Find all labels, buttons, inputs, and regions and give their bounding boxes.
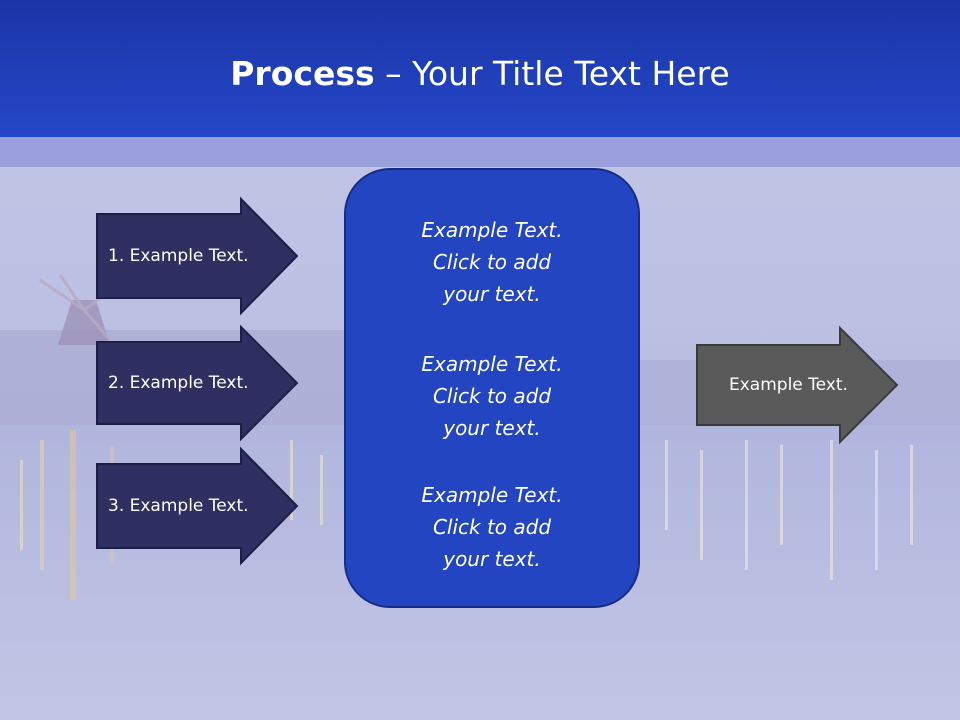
title-rest-part: – Your Title Text Here (374, 54, 730, 93)
step-arrow-label: 3. Example Text. (108, 496, 249, 516)
step-arrow-3[interactable]: 3. Example Text. (96, 446, 299, 566)
center-text-block-1[interactable]: Example Text. Click to add your text. (346, 214, 638, 310)
output-arrow-label: Example Text. (729, 375, 848, 395)
center-process-box[interactable]: Example Text. Click to add your text. Ex… (344, 168, 640, 608)
step-arrow-label: 2. Example Text. (108, 373, 249, 393)
arrow-right-shape (96, 324, 299, 442)
center-text-line: Click to add (432, 515, 552, 539)
arrow-right-shape (96, 196, 299, 316)
arrow-right-shape (696, 325, 899, 445)
center-text-line: your text. (443, 547, 541, 571)
center-text-block-3[interactable]: Example Text. Click to add your text. (346, 479, 638, 575)
step-arrow-label: 1. Example Text. (108, 246, 249, 266)
slide-title[interactable]: Process – Your Title Text Here (0, 52, 960, 96)
output-arrow[interactable]: Example Text. (696, 325, 899, 445)
center-text-line: Click to add (432, 250, 552, 274)
title-bold-part: Process (230, 54, 375, 93)
center-text-line: Click to add (432, 384, 552, 408)
center-text-line: Example Text. (421, 483, 563, 507)
center-text-line: your text. (443, 416, 541, 440)
center-text-line: Example Text. (421, 218, 563, 242)
step-arrow-1[interactable]: 1. Example Text. (96, 196, 299, 316)
header-accent-band (0, 137, 960, 167)
arrow-right-shape (96, 446, 299, 566)
center-text-line: your text. (443, 282, 541, 306)
center-text-line: Example Text. (421, 352, 563, 376)
step-arrow-2[interactable]: 2. Example Text. (96, 324, 299, 442)
title-header-bar (0, 0, 960, 137)
center-text-block-2[interactable]: Example Text. Click to add your text. (346, 348, 638, 444)
